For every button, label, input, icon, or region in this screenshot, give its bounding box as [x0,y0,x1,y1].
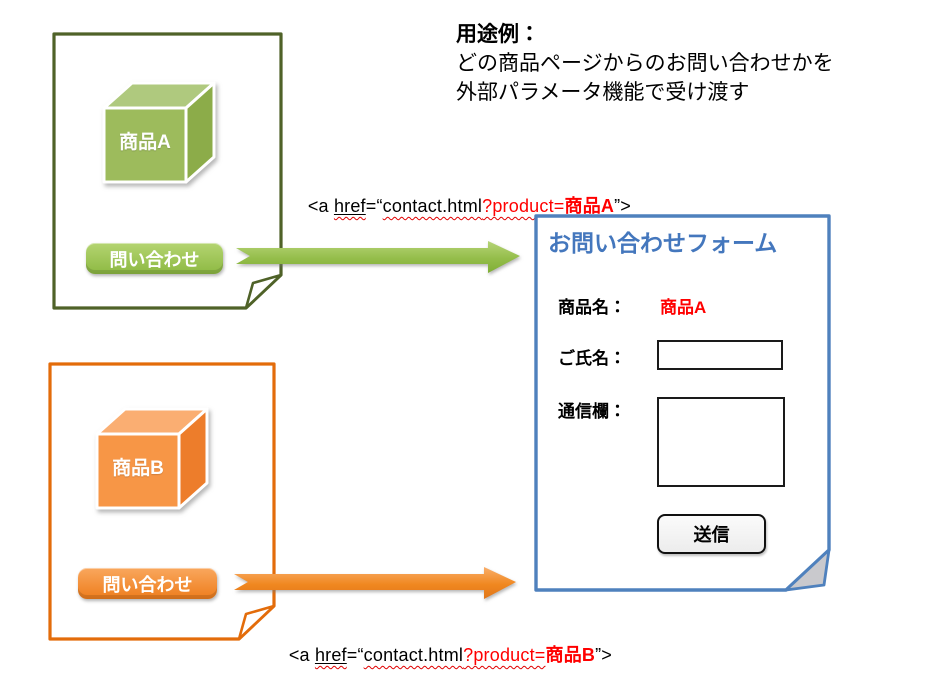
form-name-label: ご氏名： [558,349,626,368]
form-message-label: 通信欄： [558,402,626,421]
form-folded-corner [784,548,831,592]
link-a-url: contact.html [382,196,483,216]
product-b-cube-label: 商品B [112,458,164,479]
name-input[interactable] [657,340,783,370]
usage-note-line2: 外部パラメータ機能で受け渡す [456,81,750,104]
form-product-value: 商品A [660,298,707,317]
usage-note-title: 用途例： [456,23,540,46]
form-product-label: 商品名： [558,298,626,317]
product-a-cube [102,81,216,184]
link-a-open: <a [307,196,334,216]
page-b-folded-corner [237,604,276,641]
link-a-close: ”> [614,196,632,216]
message-textarea[interactable] [657,397,785,487]
contact-form-title: お問い合わせフォーム [548,230,778,256]
link-b-close: ”> [595,645,613,665]
link-code-b: <a href=“contact.html?product=商品B”> [268,620,612,688]
submit-button[interactable]: 送信 [657,514,766,554]
usage-note: 用途例： どの商品ページからのお問い合わせかを 外部パラメータ機能で受け渡す [456,20,834,107]
arrow-a-to-form [236,241,520,273]
inquiry-button-a[interactable]: 問い合わせ [86,243,223,274]
link-b-url: contact.html [363,645,464,665]
link-b-product: 商品B [545,645,596,665]
link-a-eq: =“ [365,196,383,216]
product-b-cube [95,407,209,510]
link-a-product: 商品A [564,196,615,216]
link-code-a: <a href=“contact.html?product=商品A”> [287,171,631,239]
inquiry-button-b[interactable]: 問い合わせ [78,568,217,599]
link-a-query: ?product= [482,196,565,216]
link-a-attr: href [333,196,366,216]
usage-note-line1: どの商品ページからのお問い合わせかを [456,52,834,75]
product-a-cube-label: 商品A [119,132,171,153]
link-b-open: <a [288,645,315,665]
arrow-b-to-form [234,567,516,599]
link-b-eq: =“ [346,645,364,665]
link-b-query: ?product= [463,645,546,665]
link-b-attr: href [314,645,347,665]
page-a-folded-corner [244,273,283,310]
